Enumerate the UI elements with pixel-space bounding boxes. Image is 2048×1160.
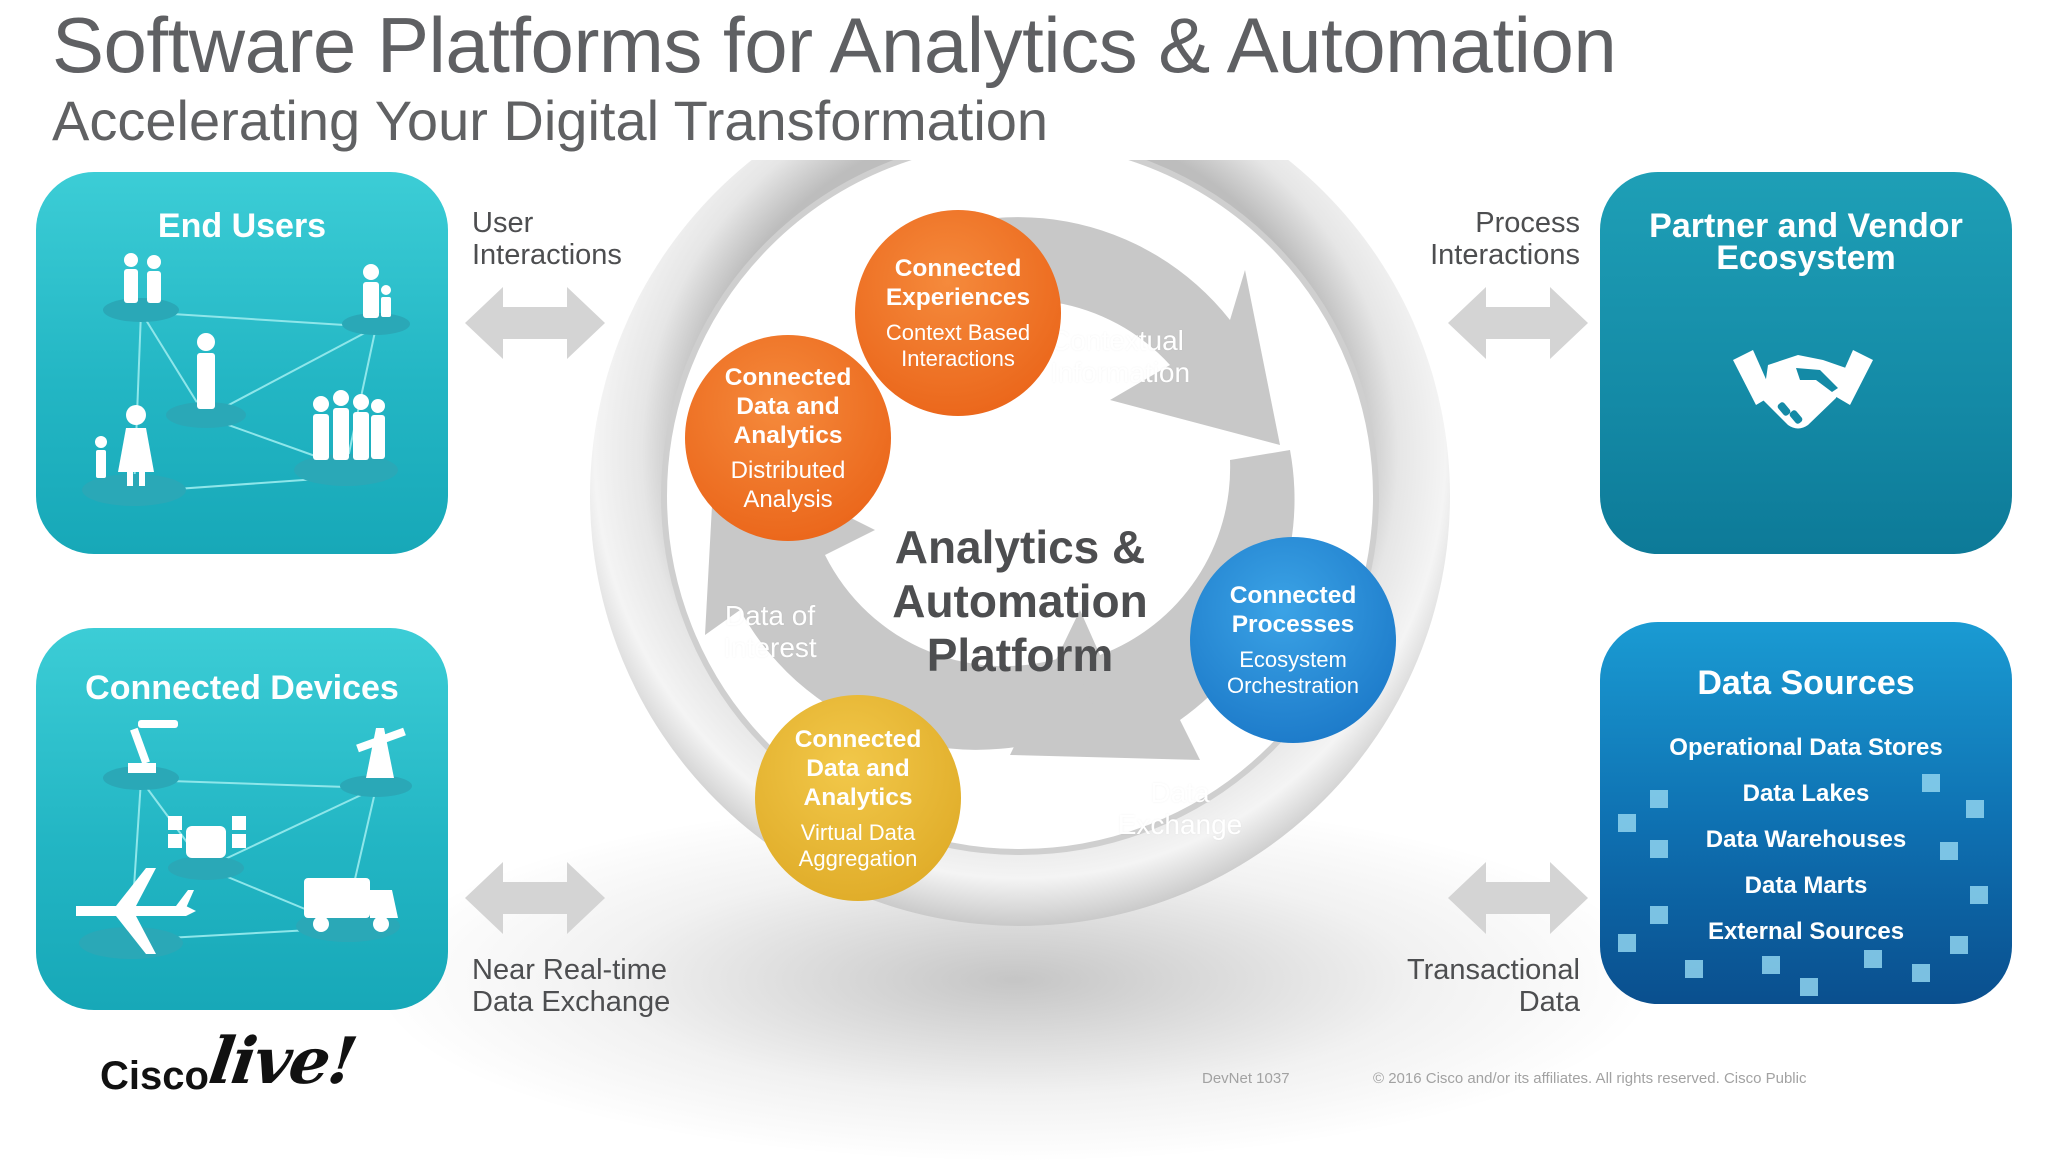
panel-title: Partner and Vendor Ecosystem [1649, 207, 1963, 277]
bubble-title: Connected Data and Analytics [724, 363, 852, 449]
bubble-subtitle: Distributed Analysis [730, 456, 846, 513]
data-source-data-lakes: Data Lakes [1742, 780, 1870, 807]
label-data-of-interest: Data of Interest [723, 600, 817, 663]
bubble-subtitle: Ecosystem Orchestration [1226, 647, 1360, 698]
label-transactional-data: Transactional Data [1406, 954, 1580, 1018]
panel-partner-vendor-ecosystem[interactable]: Partner and Vendor Ecosystem [1600, 172, 2012, 554]
panel-data-sources[interactable]: Data Sources Operational Data Stores Dat… [1600, 622, 2012, 1004]
footer-copyright: © 2016 Cisco and/or its affiliates. All … [1373, 1070, 1807, 1087]
decor-square [1950, 936, 1968, 954]
bubble-connected-data-analytics-top[interactable]: Connected Data and Analytics Distributed… [685, 335, 891, 541]
decor-square [1864, 950, 1882, 968]
label-data-exchange: Data Exchange [1117, 777, 1243, 840]
label-near-realtime: Near Real-time Data Exchange [472, 954, 671, 1018]
users-network-icon [82, 253, 410, 506]
decor-square [1650, 790, 1668, 808]
panel-end-users[interactable]: End Users [36, 172, 448, 554]
decor-square [1922, 774, 1940, 792]
bubble-title: Connected Processes [1229, 582, 1357, 638]
ring-inner-edge [661, 160, 1379, 855]
decor-square [1762, 956, 1780, 974]
double-arrow-transactional-icon [1448, 862, 1588, 934]
label-contextual-information: Contextual Information [1050, 325, 1191, 388]
cisco-live-logo: Ciscolive! [100, 1024, 360, 1105]
bubble-connected-processes[interactable]: Connected Processes Ecosystem Orchestrat… [1190, 537, 1396, 743]
bubble-title: Connected Data and Analytics [794, 725, 922, 811]
label-user-interactions: User Interactions [472, 207, 622, 271]
data-source-data-warehouses: Data Warehouses [1705, 826, 1907, 853]
page-title: Software Platforms for Analytics & Autom… [52, 1, 1617, 89]
devices-network-icon [76, 720, 412, 959]
handshake-icon [1733, 350, 1873, 429]
decor-square [1618, 814, 1636, 832]
platform-title: Analytics & Automation Platform [892, 521, 1148, 681]
decor-square [1940, 842, 1958, 860]
data-source-operational-data-stores: Operational Data Stores [1669, 734, 1943, 761]
panel-title: End Users [157, 207, 327, 245]
bubble-subtitle: Virtual Data Aggregation [798, 819, 918, 871]
page-subtitle: Accelerating Your Digital Transformation [52, 89, 1049, 152]
decor-square [1966, 800, 1984, 818]
double-arrow-process-interactions-icon [1448, 287, 1588, 359]
footer-session: DevNet 1037 [1202, 1070, 1290, 1087]
decor-square [1650, 840, 1668, 858]
data-source-data-marts: Data Marts [1744, 872, 1868, 899]
label-process-interactions: Process Interactions [1430, 207, 1580, 271]
bubble-connected-data-analytics-bottom[interactable]: Connected Data and Analytics Virtual Dat… [755, 695, 961, 901]
logo-script: live! [204, 1024, 360, 1099]
data-source-external-sources: External Sources [1707, 918, 1905, 945]
decor-square [1970, 886, 1988, 904]
panel-connected-devices[interactable]: Connected Devices [36, 628, 448, 1010]
decor-square [1685, 960, 1703, 978]
double-arrow-user-interactions-icon [465, 287, 605, 359]
panel-title: Data Sources [1697, 664, 1915, 702]
decor-square [1912, 964, 1930, 982]
bubble-connected-experiences[interactable]: Connected Experiences Context Based Inte… [855, 210, 1061, 416]
decor-square [1800, 978, 1818, 996]
double-arrow-near-realtime-icon [465, 862, 605, 934]
decor-square [1618, 934, 1636, 952]
logo-brand: Cisco [100, 1054, 209, 1098]
bubble-title: Connected Experiences [885, 255, 1031, 311]
bubble-subtitle: Context Based Interactions [885, 320, 1031, 371]
decor-square [1650, 906, 1668, 924]
panel-title: Connected Devices [85, 669, 399, 707]
